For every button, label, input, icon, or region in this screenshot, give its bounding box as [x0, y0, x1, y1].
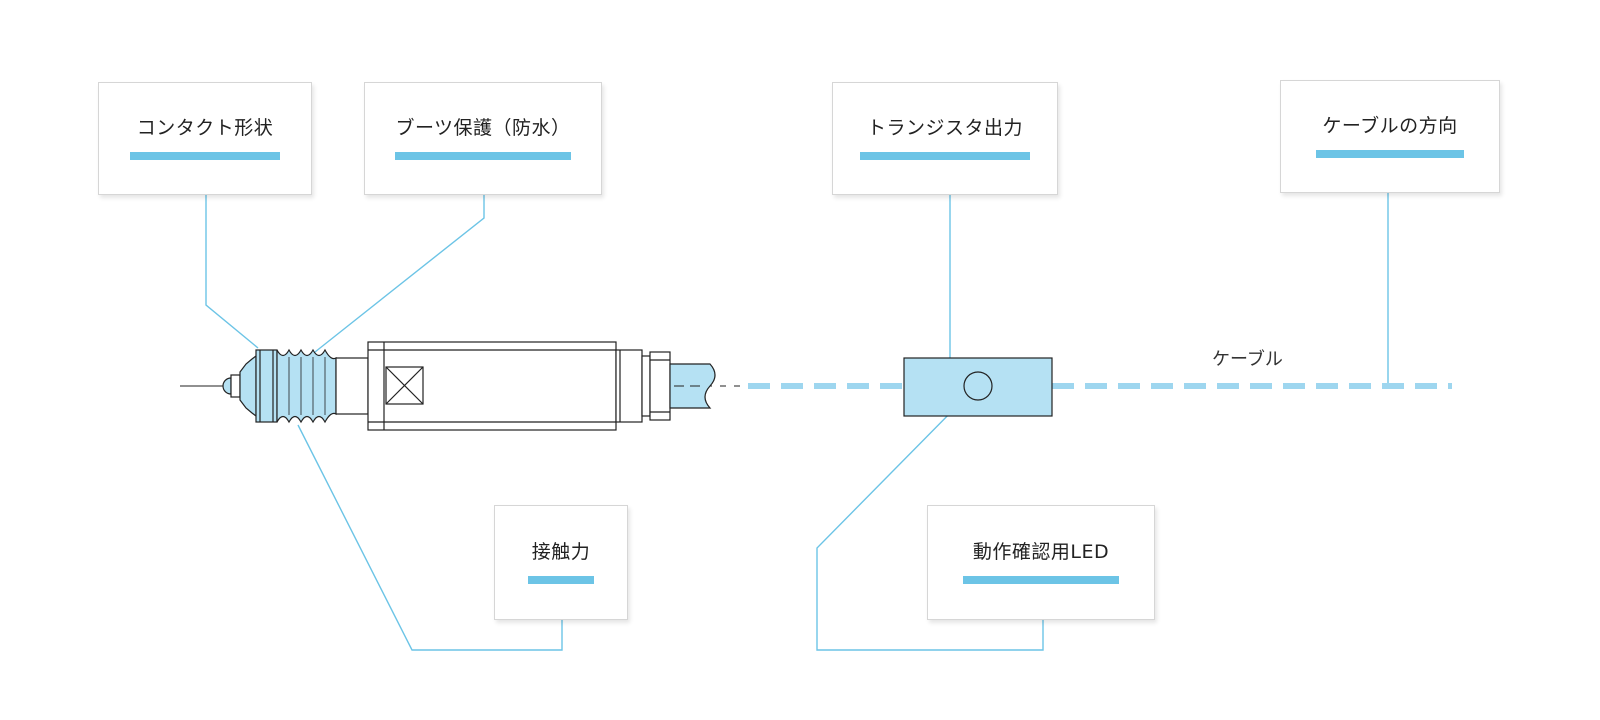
tip-neck: [230, 374, 241, 398]
callout-label: 動作確認用LED: [972, 541, 1110, 564]
leader-lines: [205, 193, 1389, 651]
callout-underline: [395, 151, 571, 160]
collar: [335, 357, 369, 415]
callout-contact-shape: コンタクト形状: [98, 82, 312, 195]
contact-plunger: [255, 349, 278, 423]
leader-contact-shape: [205, 195, 259, 349]
bellows-boot: [276, 348, 337, 424]
callout-underline: [528, 575, 594, 584]
cable-gland: [649, 351, 671, 421]
callout-label: ケーブルの方向: [1322, 115, 1458, 138]
leader-contact-force: [297, 424, 563, 651]
callout-label: トランジスタ出力: [866, 117, 1023, 140]
rear-nut: [641, 355, 651, 417]
contact-tip: [222, 377, 232, 395]
probe-body: [222, 341, 716, 431]
callout-label: ブーツ保護（防水）: [395, 117, 571, 140]
callout-contact-force: 接触力: [494, 505, 628, 620]
callout-underline: [963, 575, 1119, 584]
callout-label: コンタクト形状: [136, 117, 274, 140]
leader-operation-led: [816, 398, 1044, 651]
callout-label: 接触力: [531, 541, 591, 564]
callout-underline: [130, 151, 280, 160]
callout-underline: [1316, 149, 1464, 158]
callout-cable-direction: ケーブルの方向: [1280, 80, 1500, 193]
leader-boot-protection: [314, 195, 485, 353]
callout-operation-led: 動作確認用LED: [927, 505, 1155, 620]
cable-label: ケーブル: [1212, 349, 1283, 370]
callout-boot-protection: ブーツ保護（防水）: [364, 82, 602, 195]
transistor-module: [903, 357, 1053, 417]
contact-head: [239, 354, 257, 418]
callout-transistor-output: トランジスタ出力: [832, 82, 1058, 195]
led-indicator: [963, 371, 993, 401]
callout-underline: [860, 151, 1030, 160]
